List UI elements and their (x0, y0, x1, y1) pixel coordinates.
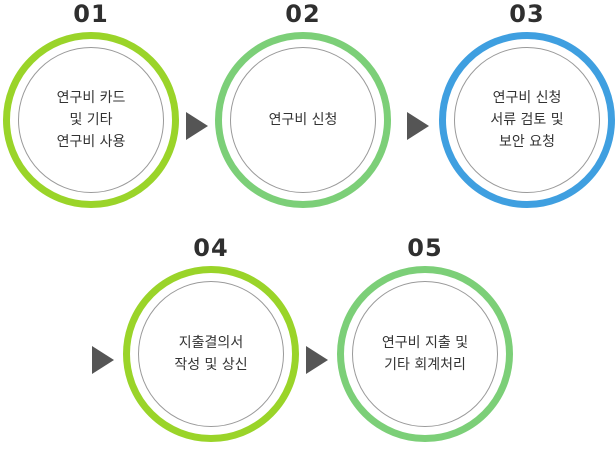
step-inner-circle: 지출결의서 작성 및 상신 (138, 281, 284, 427)
step-inner-circle: 연구비 카드 및 기타 연구비 사용 (18, 47, 164, 193)
arrow-right-icon (306, 346, 328, 374)
step-circle: 연구비 지출 및 기타 회계처리 (337, 266, 513, 442)
step-label: 연구비 카드 및 기타 연구비 사용 (56, 90, 126, 150)
step-label: 연구비 신청 (268, 112, 338, 128)
step-number: 01 (73, 0, 109, 28)
step-number: 02 (285, 0, 321, 28)
step-number: 05 (407, 234, 443, 262)
arrow-right-icon (92, 346, 114, 374)
step-circle: 연구비 신청 (215, 32, 391, 208)
step-inner-circle: 연구비 지출 및 기타 회계처리 (352, 281, 498, 427)
step-inner-circle: 연구비 신청 (230, 47, 376, 193)
step-circle: 지출결의서 작성 및 상신 (123, 266, 299, 442)
arrow-right-icon (186, 112, 208, 140)
step-number: 04 (193, 234, 229, 262)
step-number: 03 (509, 0, 545, 28)
arrow-right-icon (407, 112, 429, 140)
step-label: 연구비 지출 및 기타 회계처리 (381, 335, 469, 373)
step-label: 지출결의서 작성 및 상신 (174, 335, 248, 373)
step-circle: 연구비 신청 서류 검토 및 보안 요청 (439, 32, 615, 208)
step-circle: 연구비 카드 및 기타 연구비 사용 (3, 32, 179, 208)
step-inner-circle: 연구비 신청 서류 검토 및 보안 요청 (454, 47, 600, 193)
step-label: 연구비 신청 서류 검토 및 보안 요청 (490, 90, 564, 150)
